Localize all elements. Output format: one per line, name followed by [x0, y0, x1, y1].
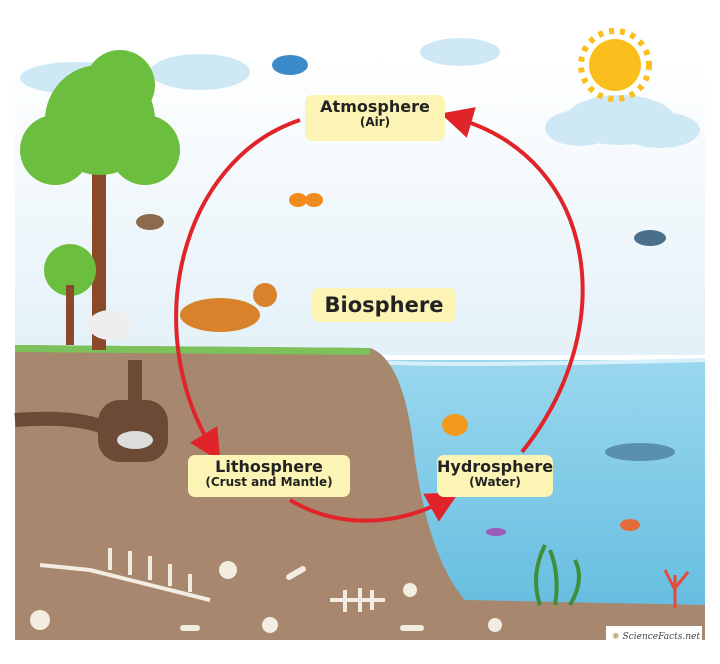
atmosphere-name: Atmosphere — [320, 97, 430, 116]
hydrosphere-sub: (Water) — [469, 475, 521, 490]
swallow-icon — [634, 230, 666, 246]
hydrosphere-name: Hydrosphere — [437, 457, 554, 476]
seaweed-icon — [534, 544, 581, 607]
tuna-icon — [605, 443, 675, 461]
worm-icon — [486, 528, 506, 536]
rabbit-icon — [88, 310, 132, 340]
tree-icon — [20, 50, 180, 185]
arrow-atmosphere-to-lithosphere — [174, 118, 301, 462]
sciencefacts-logo: ✺ ScienceFacts.net — [606, 626, 702, 648]
soil — [15, 345, 705, 640]
hydrosphere-label: Hydrosphere (Water) — [437, 455, 553, 497]
mouse-icon — [117, 431, 153, 449]
tree-trunk — [92, 170, 106, 350]
shells — [30, 561, 502, 633]
sun-icon — [578, 28, 652, 102]
lithosphere-label: Lithosphere (Crust and Mantle) — [188, 455, 350, 497]
biosphere-title: Biosphere — [312, 288, 456, 322]
coral-icon — [663, 569, 690, 608]
shrimp-icon — [620, 519, 640, 531]
cycle-arrows — [174, 107, 585, 523]
butterfly-icon — [289, 193, 323, 207]
burrow — [98, 400, 168, 462]
sparrow-icon — [136, 214, 164, 230]
atom-icon: ✺ — [612, 632, 620, 642]
arrow-hydrosphere-to-atmosphere — [440, 107, 585, 454]
angelfish-icon — [442, 414, 468, 436]
fossil-skeleton — [39, 548, 385, 612]
fox-icon — [180, 298, 260, 332]
logo-text: ScienceFacts.net — [622, 632, 700, 642]
bird-icon — [272, 55, 308, 75]
lithosphere-sub: (Crust and Mantle) — [205, 475, 333, 490]
arrow-lithosphere-to-hydrosphere — [288, 492, 459, 523]
atmosphere-label: Atmosphere (Air) — [305, 95, 445, 141]
lithosphere-name: Lithosphere — [215, 457, 323, 476]
atmosphere-sub: (Air) — [359, 115, 391, 130]
